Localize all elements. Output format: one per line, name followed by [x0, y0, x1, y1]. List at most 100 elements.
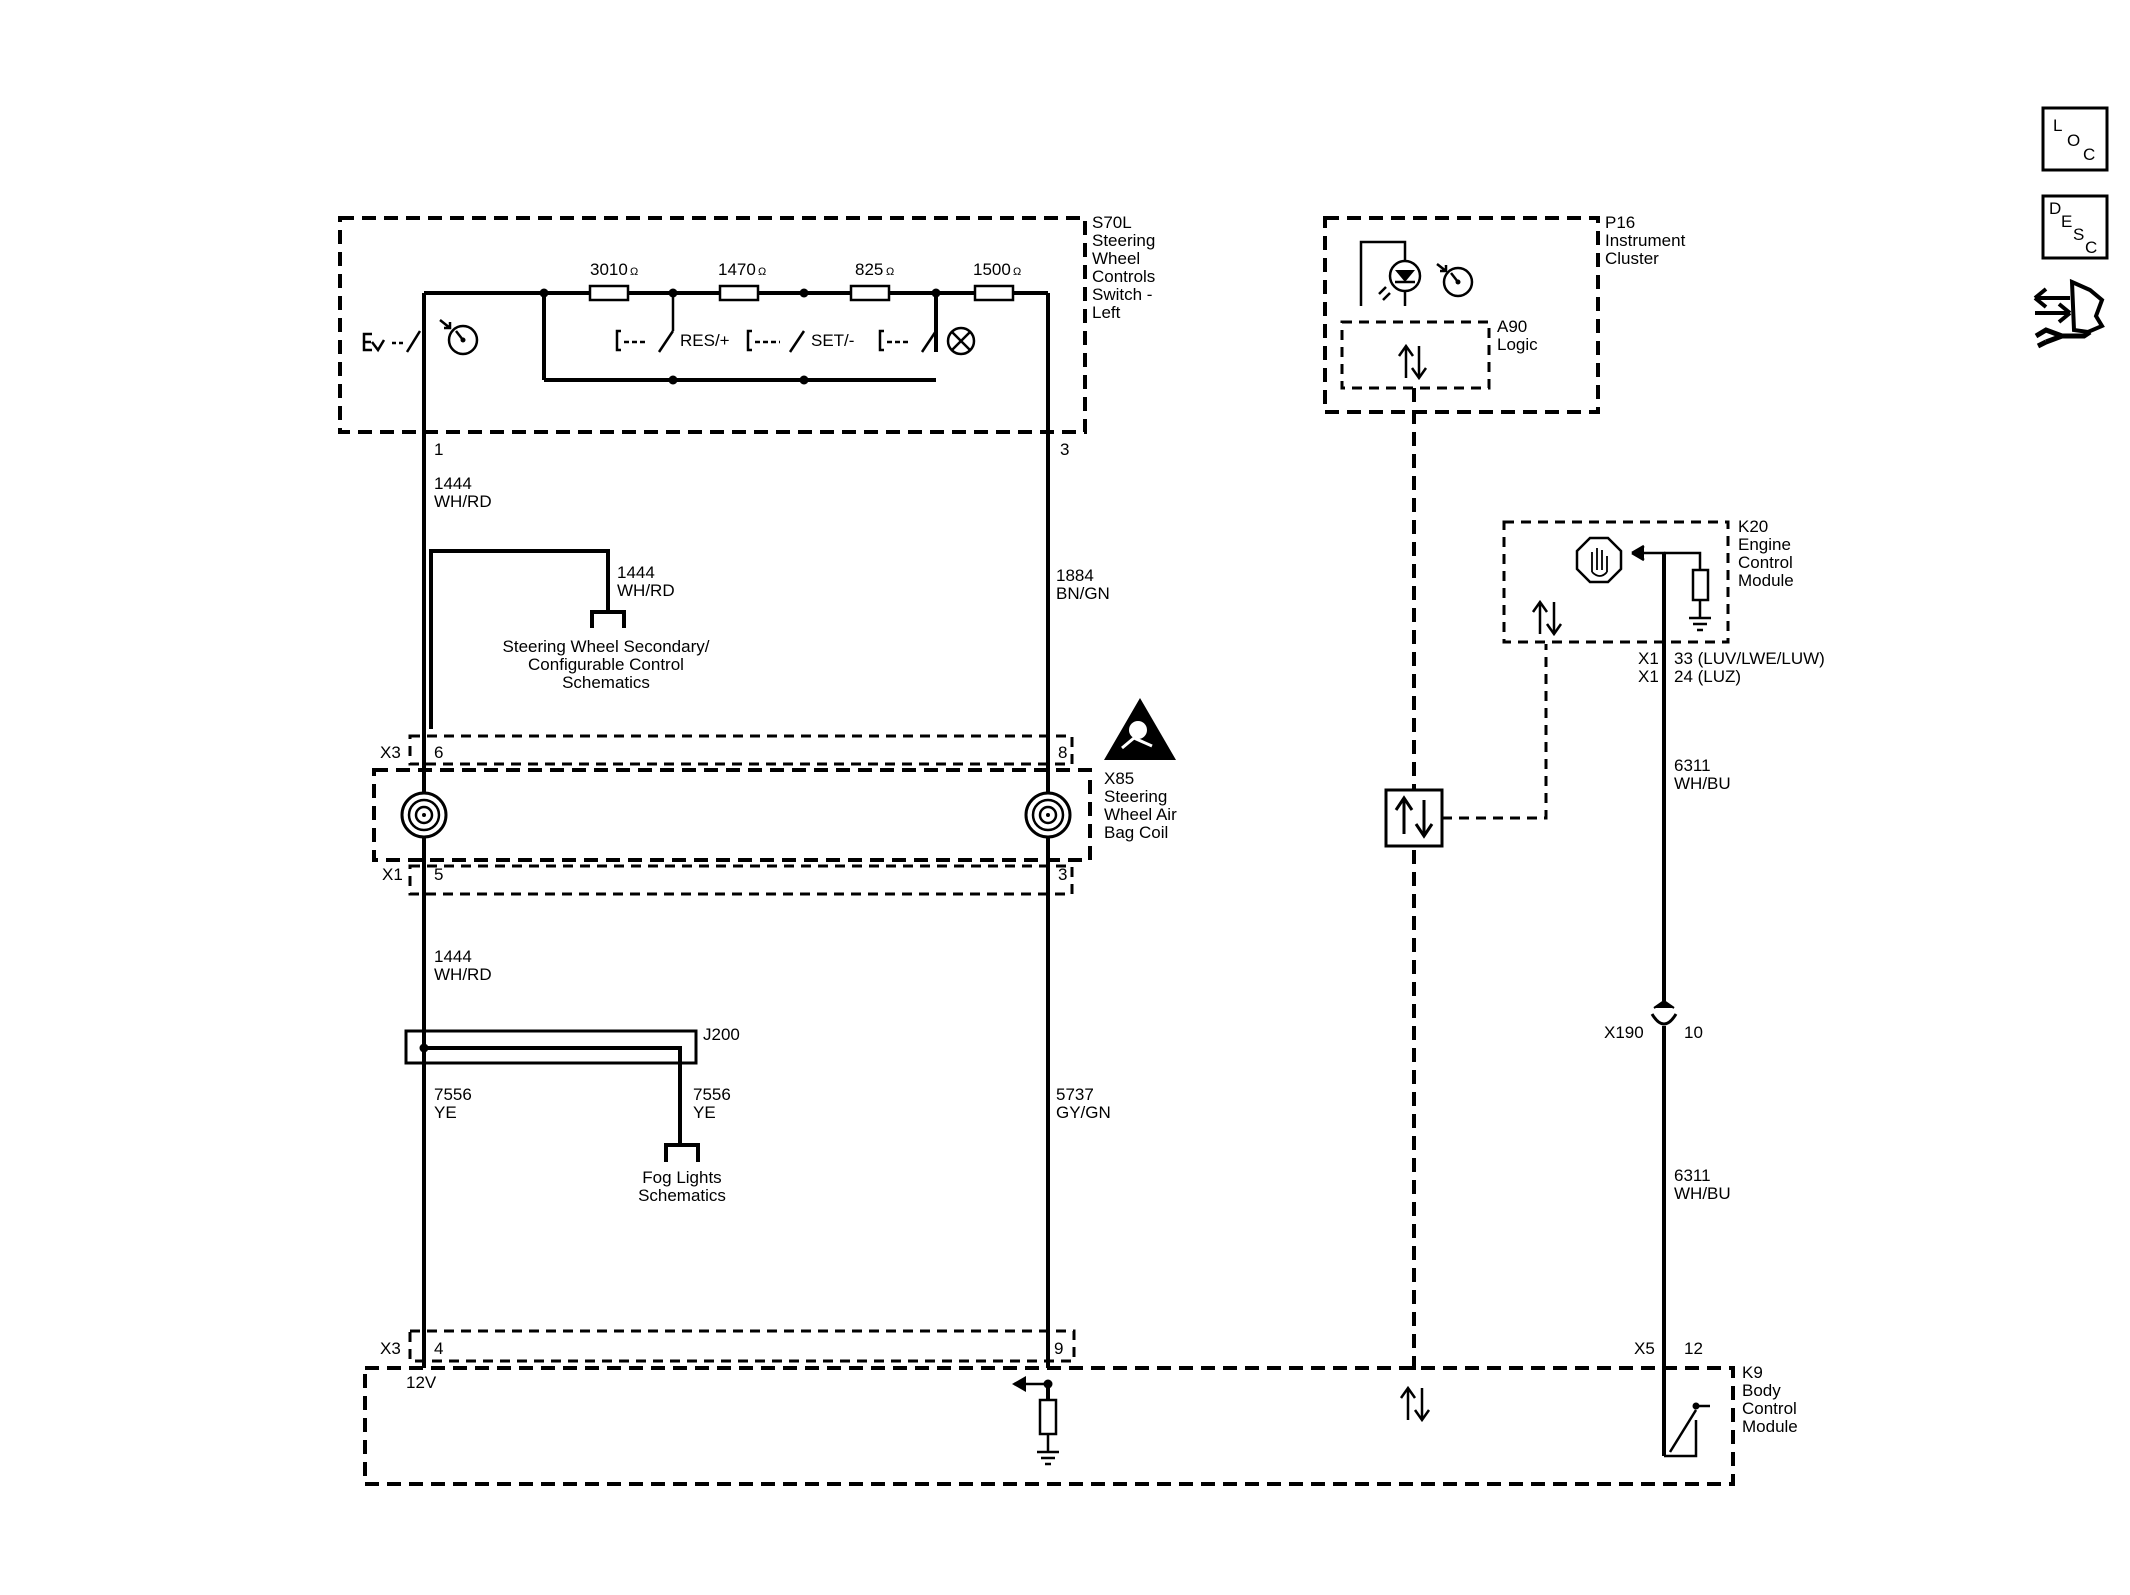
set-label: SET/- — [811, 331, 854, 350]
k20-pin-33: 33 (LUV/LWE/LUW) — [1674, 649, 1825, 668]
wire-1444-top-circuit: 1444 — [434, 474, 472, 493]
wire-1884-color: BN/GN — [1056, 584, 1110, 603]
k9-input-switch-icon — [1664, 1402, 1710, 1458]
resistor-unit-1500: Ω — [1013, 266, 1021, 278]
resistor-1500 — [973, 284, 1015, 302]
x3-connector-label: X3 — [380, 743, 401, 762]
k9-x5-label: X5 — [1634, 1339, 1655, 1358]
wire-5737-color: GY/GN — [1056, 1103, 1111, 1122]
wire-6311-top-color: WH/BU — [1674, 774, 1731, 793]
set-switch-icon — [746, 329, 806, 353]
k20-engine-control-module: K20 Engine Control Module — [1502, 517, 1794, 644]
wire-1444-mid-circuit: 1444 — [434, 947, 472, 966]
k9-12v-label: 12V — [406, 1373, 437, 1392]
p16-label-3: Cluster — [1605, 249, 1659, 268]
serial-data-gateway — [1384, 788, 1444, 848]
wire-5737-circuit: 5737 — [1056, 1085, 1094, 1104]
fog-lights-ref-2[interactable]: Schematics — [638, 1186, 726, 1205]
p16-label-2: Instrument — [1605, 231, 1686, 250]
x85-label-3: Wheel Air — [1104, 805, 1177, 824]
wire-7556-right-circuit: 7556 — [693, 1085, 731, 1104]
x85-label-4: Bag Coil — [1104, 823, 1168, 842]
steering-secondary-ref-2[interactable]: Configurable Control — [528, 655, 684, 674]
a90-label-2: Logic — [1497, 335, 1538, 354]
x1-pin-5: 5 — [434, 865, 443, 884]
resistor-value-1500: 1500 — [973, 260, 1011, 279]
k9-x5-pin-12: 12 — [1684, 1339, 1703, 1358]
fog-lights-connector — [664, 1143, 700, 1162]
k20-pin-24: 24 (LUZ) — [1674, 667, 1741, 686]
k9-x3-pin-4: 4 — [434, 1339, 443, 1358]
wire-1444-branch — [429, 549, 610, 729]
x1-pin-3: 3 — [1058, 865, 1067, 884]
wire-1444-top-color: WH/RD — [434, 492, 492, 511]
res-label: RES/+ — [680, 331, 730, 350]
s70l-pin-1: 1 — [434, 440, 443, 459]
speedometer-icon — [1436, 263, 1474, 298]
k9-label-4: Module — [1742, 1417, 1798, 1436]
resistor-value-825: 825 — [855, 260, 883, 279]
x190-inline-connector — [1650, 999, 1678, 1026]
x85-label-1: X85 — [1104, 769, 1134, 788]
wire-1884-circuit: 1884 — [1056, 566, 1094, 585]
k20-x1-a: X1 — [1638, 649, 1659, 668]
p16-instrument-cluster: P16 Instrument Cluster A90 Logic — [1323, 213, 1686, 414]
loc-letter-2: O — [2067, 131, 2080, 150]
p16-label-1: P16 — [1605, 213, 1635, 232]
connector-tool-icon[interactable] — [2033, 278, 2105, 349]
x3-pin-8: 8 — [1058, 743, 1067, 762]
indicator-lamp-icon — [1378, 259, 1422, 301]
data-bidirectional-icon — [1397, 343, 1428, 381]
j200-label: J200 — [703, 1025, 740, 1044]
desc-letter-4: C — [2085, 238, 2097, 257]
cancel-icon — [946, 326, 976, 356]
serial-data-to-k20 — [1442, 644, 1548, 820]
wire-1444-branch-color: WH/RD — [617, 581, 675, 600]
resistor-unit-3010: Ω — [630, 266, 638, 278]
wire-1444-mid-color: WH/RD — [434, 965, 492, 984]
s70l-switch-module: S70L Steering Wheel Controls Switch - Le… — [338, 213, 1155, 434]
s70l-label-6: Left — [1092, 303, 1121, 322]
k9-body-control-module: K9 Body Control Module X3 4 9 X5 12 12V — [363, 1329, 1798, 1486]
s70l-pin-3: 3 — [1060, 440, 1069, 459]
a90-label-1: A90 — [1497, 317, 1527, 336]
s70l-label-4: Controls — [1092, 267, 1155, 286]
j200-splice: J200 — [404, 1025, 740, 1145]
fog-lights-ref-1[interactable]: Fog Lights — [642, 1168, 721, 1187]
wire-7556-left-circuit: 7556 — [434, 1085, 472, 1104]
wire-6311-bottom-color: WH/BU — [1674, 1184, 1731, 1203]
resistor-1470 — [718, 284, 760, 302]
resistor-825 — [849, 284, 891, 302]
mode-switch-icon — [362, 293, 426, 353]
steering-secondary-connector — [590, 610, 626, 628]
s70l-label-3: Wheel — [1092, 249, 1140, 268]
desc-letter-2: E — [2061, 212, 2072, 231]
desc-letter-3: S — [2073, 225, 2084, 244]
k20-label-2: Engine — [1738, 535, 1791, 554]
k20-label-3: Control — [1738, 553, 1793, 572]
desc-letter-1: D — [2049, 199, 2061, 218]
k20-data-icon — [1531, 599, 1563, 637]
x190-pin-10: 10 — [1684, 1023, 1703, 1042]
loc-letter-3: C — [2083, 145, 2095, 164]
wire-6311-top-circuit: 6311 — [1674, 756, 1711, 775]
desc-button[interactable]: D E S C — [2041, 194, 2109, 260]
wire-1444-branch-circuit: 1444 — [617, 563, 655, 582]
k9-label-3: Control — [1742, 1399, 1797, 1418]
steering-secondary-ref-3[interactable]: Schematics — [562, 673, 650, 692]
clockspring-right-icon — [1024, 791, 1072, 839]
resistor-unit-825: Ω — [886, 266, 894, 278]
s70l-label-5: Switch - — [1092, 285, 1152, 304]
steering-secondary-ref-1[interactable]: Steering Wheel Secondary/ — [503, 637, 710, 656]
s70l-label-2: Steering — [1092, 231, 1155, 250]
clockspring-left-icon — [400, 791, 448, 839]
cancel-switch-icon — [878, 329, 938, 353]
x3-pin-6: 6 — [434, 743, 443, 762]
loc-button[interactable]: L O C — [2041, 106, 2109, 172]
wire-7556-left-color: YE — [434, 1103, 457, 1122]
k9-x3-pin-9: 9 — [1054, 1339, 1063, 1358]
loc-letter-1: L — [2053, 116, 2062, 135]
resistor-3010 — [588, 284, 630, 302]
wire-7556-right-color: YE — [693, 1103, 716, 1122]
k20-label-1: K20 — [1738, 517, 1768, 536]
